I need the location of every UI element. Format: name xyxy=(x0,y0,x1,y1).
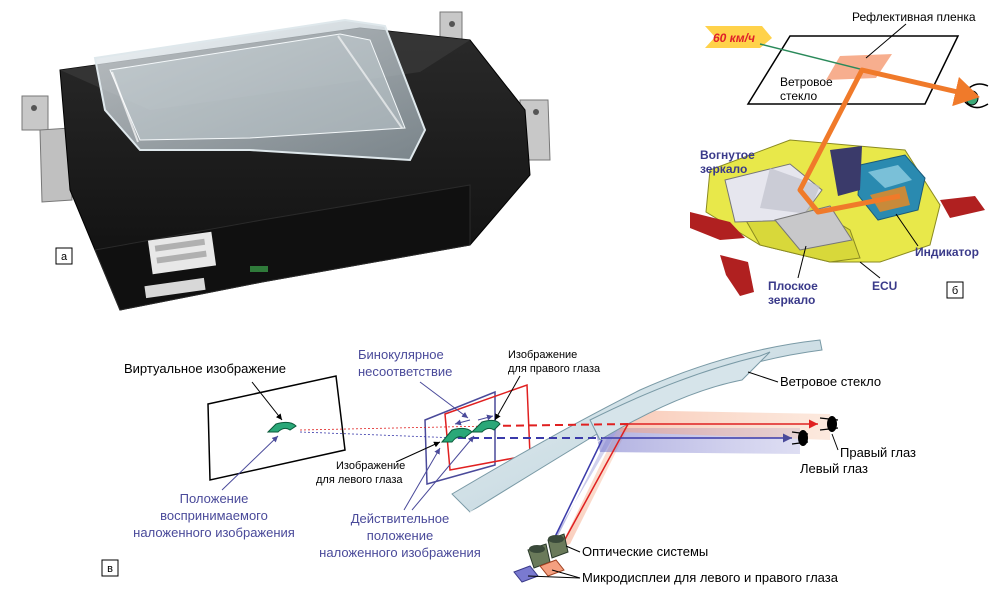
perceived-label-1: Положение xyxy=(180,491,249,506)
windshield-shape xyxy=(451,339,823,513)
right-beam-horizontal xyxy=(615,410,830,440)
light-path-arrow xyxy=(797,67,980,215)
right-eye-label: Правый глаз xyxy=(840,445,916,460)
actual-label-3: наложенного изображения xyxy=(319,545,481,560)
ecu-label: ECU xyxy=(872,279,897,293)
panel-c-letter: в xyxy=(107,563,113,575)
reflective-film-label: Рефлективная пленка xyxy=(852,10,976,24)
left-eye-image-label-1: Изображение xyxy=(336,460,405,472)
panel-b-tag: б xyxy=(946,281,964,299)
binocular-label-1: Бинокулярное xyxy=(358,347,444,362)
speed-arrow xyxy=(705,26,772,48)
indicator-label: Индикатор xyxy=(915,245,979,259)
optics-systems xyxy=(527,533,569,569)
windshield-label: Ветровое стекло xyxy=(780,374,881,389)
panel-a-tag: а xyxy=(55,247,73,265)
perceived-label-2: воспринимаемого xyxy=(160,508,268,523)
windshield-label-2: стекло xyxy=(780,89,818,103)
right-eye-icon xyxy=(819,416,839,432)
microdisplays-label: Микродисплеи для левого и правого глаза xyxy=(582,570,839,585)
right-image-glyph xyxy=(470,419,501,433)
left-eye-image-label-2: для левого глаза xyxy=(316,474,403,486)
panel-b-letter: б xyxy=(952,285,958,297)
actual-label-1: Действительное xyxy=(351,511,450,526)
flat-mirror-label-1: Плоское xyxy=(768,279,818,293)
hud-housing xyxy=(690,139,985,296)
left-image-glyph xyxy=(440,427,473,443)
left-eye-image-plane xyxy=(424,390,496,485)
virtual-image-glyph xyxy=(266,421,297,433)
left-eye-label: Левый глаз xyxy=(800,461,868,476)
perceived-label-3: наложенного изображения xyxy=(133,525,295,540)
actual-label-2: положение xyxy=(367,528,433,543)
right-eye-image-label-2: для правого глаза xyxy=(508,363,601,375)
flat-mirror-shape xyxy=(774,205,853,251)
binocular-label-2: несоответствие xyxy=(358,364,452,379)
virtual-image-label: Виртуальное изображение xyxy=(124,361,286,376)
concave-mirror-label-1: Вогнутое xyxy=(700,148,755,162)
optics-label: Оптические системы xyxy=(582,544,708,559)
left-beam-vertical xyxy=(548,426,620,548)
right-eye-image-label-1: Изображение xyxy=(508,349,577,361)
left-eye-icon xyxy=(791,430,809,446)
flat-mirror-label-2: зеркало xyxy=(768,293,815,307)
panel-a-letter: а xyxy=(61,251,68,263)
speed-value: 60 км/ч xyxy=(713,31,755,45)
panel-c-diagram: Виртуальное изображение Бинокулярное нес… xyxy=(124,339,916,585)
concave-mirror-label-2: зеркало xyxy=(700,162,747,176)
windshield-label-1: Ветровое xyxy=(780,75,833,89)
hud-unit-photo xyxy=(21,11,551,311)
panel-b-schematic: 60 км/ч xyxy=(690,10,989,307)
panel-c-tag: в xyxy=(101,559,119,577)
